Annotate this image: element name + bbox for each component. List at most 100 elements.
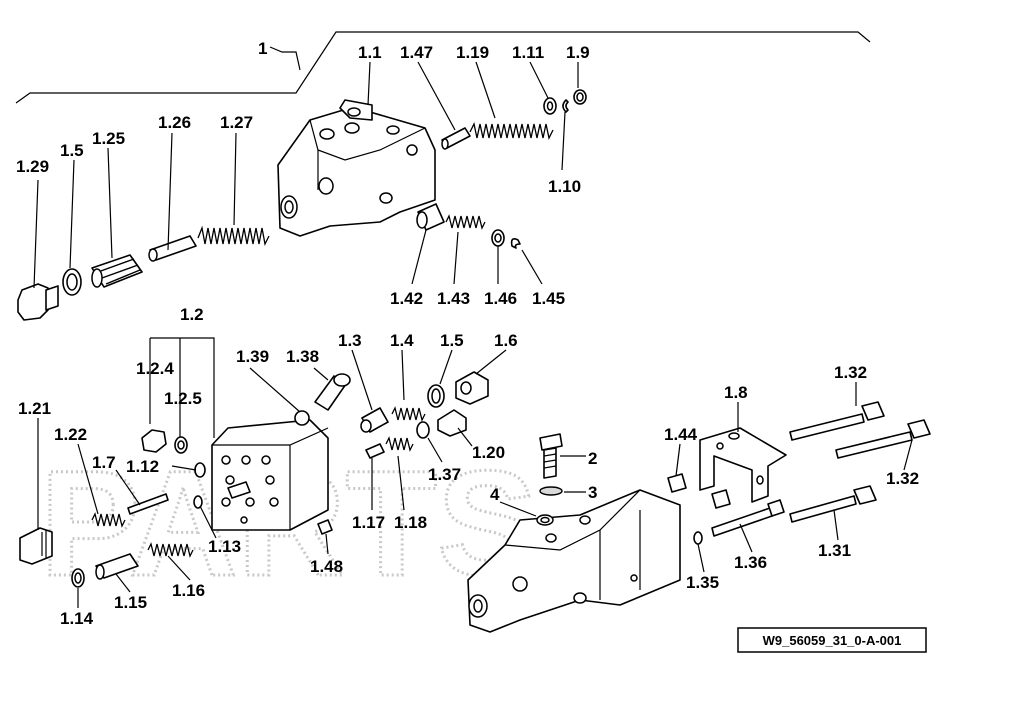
label-1-21: 1.21 <box>18 399 51 418</box>
label-1-3: 1.3 <box>338 331 362 350</box>
label-2: 2 <box>588 449 597 468</box>
label-1-7: 1.7 <box>92 453 116 472</box>
label-1-2-4: 1.2.4 <box>136 359 174 378</box>
label-1-31: 1.31 <box>818 541 851 560</box>
pin-1-7 <box>127 493 169 515</box>
ring-1-14-hole <box>74 572 82 584</box>
label-1-2-5: 1.2.5 <box>164 389 202 408</box>
ring-1-2-5-hole <box>177 440 185 450</box>
label-1-22: 1.22 <box>54 425 87 444</box>
leader-1 <box>269 46 301 71</box>
label-1-18: 1.18 <box>394 513 427 532</box>
spring-1-16 <box>147 542 194 558</box>
label-1-16: 1.16 <box>172 581 205 600</box>
ring-1-12 <box>194 462 206 478</box>
ring-1-37 <box>416 421 430 439</box>
label-1-13: 1.13 <box>208 537 241 556</box>
washer-1-11-hole <box>546 101 554 111</box>
label-1-1: 1.1 <box>358 43 382 62</box>
spring-1-4 <box>391 406 426 422</box>
clip-1-10 <box>562 99 569 113</box>
label-1: 1 <box>258 39 267 58</box>
label-1-47: 1.47 <box>400 43 433 62</box>
label-1-15: 1.15 <box>114 593 147 612</box>
label-1-14: 1.14 <box>60 609 94 628</box>
ring-1-39 <box>294 410 310 426</box>
group-1-bracket <box>15 31 871 104</box>
label-1-2: 1.2 <box>180 305 204 324</box>
washer-1-46-hole <box>494 233 502 243</box>
reference-code-text: W9_56059_31_0-A-001 <box>763 633 902 648</box>
bolt-1-36 <box>711 499 785 537</box>
valve-assembly-bottom <box>467 489 681 633</box>
plug-1-21 <box>19 527 53 565</box>
label-1-5-top: 1.5 <box>60 141 84 160</box>
label-1-37: 1.37 <box>428 465 461 484</box>
label-1-48: 1.48 <box>310 557 343 576</box>
label-1-11: 1.11 <box>512 43 544 62</box>
label-1-29: 1.29 <box>16 157 49 176</box>
label-1-42: 1.42 <box>390 289 423 308</box>
bolt-1-31 <box>789 485 877 523</box>
ring-1-5-mid-hole <box>431 388 441 404</box>
washer-1-35 <box>693 531 703 545</box>
label-1-8: 1.8 <box>724 383 748 402</box>
spring-1-27 <box>197 225 270 247</box>
bush-1-48 <box>317 519 333 535</box>
label-1-27: 1.27 <box>220 113 253 132</box>
screw-1-38 <box>314 373 351 411</box>
label-1-5-mid: 1.5 <box>440 331 464 350</box>
spring-1-43 <box>445 214 486 230</box>
bolt-2 <box>539 433 563 479</box>
cap-1-3 <box>360 407 389 433</box>
bush-1-44b <box>711 489 731 509</box>
label-1-32-lower: 1.32 <box>886 469 919 488</box>
bolt-1-32-upper <box>789 401 885 441</box>
ring-1-9-hole <box>576 92 584 102</box>
spring-1-22 <box>91 512 126 528</box>
reference-code-box: W9_56059_31_0-A-001 <box>737 627 927 653</box>
pin-1-17 <box>365 443 385 459</box>
plug-1-29 <box>17 283 59 321</box>
label-1-36: 1.36 <box>734 553 767 572</box>
label-1-17: 1.17 <box>352 513 385 532</box>
label-1-46: 1.46 <box>484 289 517 308</box>
pin-1-26 <box>148 235 197 262</box>
oring-1-5-top-hole <box>66 273 78 291</box>
label-3: 3 <box>588 483 597 502</box>
ring-1-13 <box>193 495 203 509</box>
bolt-1-32-lower <box>835 419 931 459</box>
sleeve-1-15 <box>95 553 139 580</box>
label-1-26: 1.26 <box>158 113 191 132</box>
valve-body-middle <box>211 419 329 531</box>
label-1-39: 1.39 <box>236 347 269 366</box>
label-1-9: 1.9 <box>566 43 590 62</box>
bush-1-44a <box>667 473 687 493</box>
leader-lines <box>33 61 913 608</box>
label-1-25: 1.25 <box>92 129 125 148</box>
label-1-10: 1.10 <box>548 177 581 196</box>
sleeve-1-25 <box>91 254 143 288</box>
spring-1-18 <box>385 436 414 452</box>
washer-3 <box>539 486 563 496</box>
label-1-20: 1.20 <box>472 443 505 462</box>
label-4: 4 <box>490 485 500 504</box>
clip-1-45 <box>510 238 521 249</box>
label-1-38: 1.38 <box>286 347 319 366</box>
cup-1-42 <box>416 203 445 231</box>
plug-1-6 <box>455 371 489 405</box>
valve-body-top <box>277 99 436 237</box>
label-1-4: 1.4 <box>390 331 414 350</box>
bracket-1-8 <box>699 427 787 503</box>
label-1-44: 1.44 <box>664 425 698 444</box>
label-1-19: 1.19 <box>456 43 489 62</box>
nut-1-2-4 <box>141 429 167 453</box>
spring-1-19 <box>469 122 554 140</box>
label-1-32-upper: 1.32 <box>834 363 867 382</box>
label-1-6: 1.6 <box>494 331 518 350</box>
label-1-45: 1.45 <box>532 289 565 308</box>
label-1-43: 1.43 <box>437 289 470 308</box>
part-labels: 1 1.1 1.47 1.19 1.11 1.9 1.10 1.26 1.27 … <box>16 39 919 628</box>
